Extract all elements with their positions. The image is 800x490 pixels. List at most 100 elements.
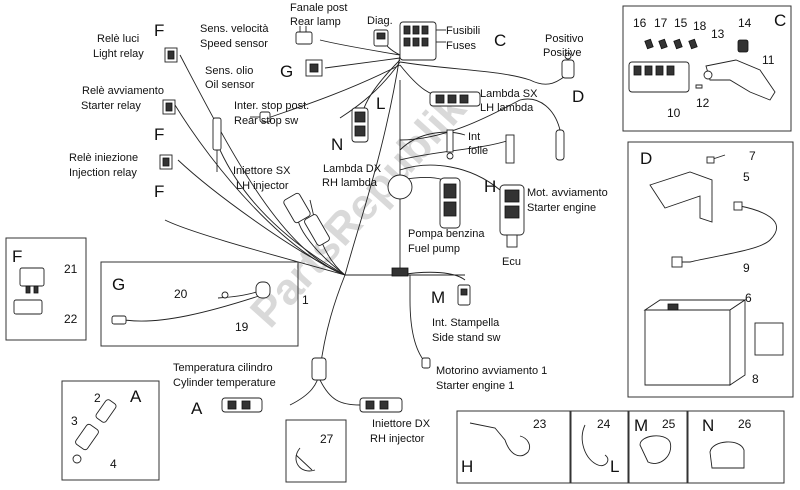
callout-M-1: M [431, 288, 445, 307]
diagnostic-connector [373, 29, 389, 47]
callout-G-1: G [280, 62, 293, 81]
starter-engine-1-label-en: Starter engine 1 [436, 380, 514, 392]
inset-G: G 20 19 [100, 261, 299, 347]
part-number-6: 6 [745, 291, 752, 305]
rear-lamp-label-it: Fanale post [290, 2, 347, 14]
speed-sensor-label-it: Sens. velocità [200, 23, 269, 35]
letter-callouts: F F F G C L N D H M A 1 [154, 21, 584, 418]
callout-A-1: A [191, 399, 203, 418]
light-relay-connector [164, 47, 178, 63]
rh-injector-connector [359, 397, 403, 413]
callout-F-2: F [154, 125, 164, 144]
rh-lambda-connector [351, 107, 369, 143]
lh-lambda-label-it: Lambda SX [480, 88, 538, 100]
positive-label-en: Positive [543, 47, 582, 59]
rear-lamp-connector [295, 26, 313, 45]
part-number-15: 15 [674, 16, 688, 30]
inset-N: N 26 [687, 410, 785, 484]
part-number-3: 3 [71, 414, 78, 428]
rh-lambda-label-en: RH lambda [322, 177, 378, 189]
starter-motor-label-it: Mot. avviamento [527, 187, 608, 199]
fuel-pump-connector [439, 177, 461, 229]
rh-injector-label-en: RH injector [370, 433, 425, 445]
inset-H-letter: H [461, 457, 473, 476]
inset-F: F 21 22 [5, 237, 87, 341]
cylinder-temperature-sensor [311, 357, 327, 381]
starter-engine-1-terminal [421, 357, 431, 369]
inset-H: 23 H [456, 410, 571, 484]
neutral-switch [446, 129, 515, 164]
part-number-10: 10 [667, 106, 681, 120]
callout-F-3: F [154, 182, 164, 201]
temperature-connector [221, 397, 263, 413]
inset-A-letter: A [130, 387, 142, 406]
lh-injector-label-it: Iniettore SX [233, 165, 291, 177]
speed-sensor-label-en: Speed sensor [200, 38, 268, 50]
rear-stop-label-en: Rear stop sw [234, 115, 298, 127]
callout-D-1: D [572, 87, 584, 106]
inset-D: D 7 5 9 6 8 [627, 141, 794, 398]
part-number-23: 23 [533, 417, 547, 431]
fuses-label-it: Fusibili [446, 25, 480, 37]
inset-C: C 16 17 15 18 13 14 11 12 10 [622, 5, 792, 132]
part-number-13: 13 [711, 27, 725, 41]
callout-L-1: L [376, 94, 385, 113]
side-stand-switch-connector [457, 284, 471, 306]
injection-relay-label-en: Injection relay [69, 167, 137, 179]
inset-L: 24 L [570, 410, 629, 484]
part-number-26: 26 [738, 417, 752, 431]
ecu-label: Ecu [502, 256, 521, 268]
speed-sensor-connector [305, 59, 323, 77]
part-number-9: 9 [743, 261, 750, 275]
part-number-21: 21 [64, 262, 78, 276]
rh-lambda-label-it: Lambda DX [323, 163, 382, 175]
starter-relay-label-it: Relè avviamento [82, 85, 164, 97]
part-number-4: 4 [110, 457, 117, 471]
ecu-connector [499, 184, 525, 248]
rear-stop-label-it: Inter. stop post. [234, 100, 309, 112]
inset-A: A 2 3 4 [61, 380, 160, 481]
part-number-19: 19 [235, 320, 249, 334]
part-number-22: 22 [64, 312, 78, 326]
inset-C-letter: C [774, 11, 786, 30]
lh-injector-connector [283, 192, 330, 246]
fuel-pump-label-it: Pompa benzina [408, 228, 485, 240]
inset-F-letter: F [12, 247, 22, 266]
inset-D-letter: D [640, 149, 652, 168]
cylinder-temp-label-it: Temperatura cilindro [173, 362, 273, 374]
starter-motor-label-en: Starter engine [527, 202, 596, 214]
starter-relay-connector [162, 99, 176, 115]
inset-L-letter: L [610, 457, 619, 476]
inset-N-letter: N [702, 416, 714, 435]
part-number-1: 1 [302, 293, 309, 307]
injection-relay-label-it: Relè iniezione [69, 152, 138, 164]
part-number-11: 11 [762, 53, 775, 67]
oil-sensor-label-en: Oil sensor [205, 79, 255, 91]
part-number-14: 14 [738, 16, 752, 30]
part-number-27: 27 [320, 432, 334, 446]
harness-clip [391, 267, 409, 277]
neutral-label-it: Int [468, 131, 480, 143]
component-labels: Relè luci Light relay Sens. velocità Spe… [69, 2, 608, 445]
side-stand-label-it: Int. Stampella [432, 317, 500, 329]
lh-lambda-label-en: LH lambda [480, 102, 534, 114]
harness-wires [164, 37, 571, 406]
rear-stop-switch [250, 111, 271, 123]
rear-lamp-label-en: Rear lamp [290, 16, 341, 28]
injection-relay-connector [159, 154, 173, 170]
part-number-5: 5 [743, 170, 750, 184]
part-number-2: 2 [94, 391, 101, 405]
starter-engine-1-label-it: Motorino avviamento 1 [436, 365, 547, 377]
callout-H-1: H [484, 177, 496, 196]
part-number-16: 16 [633, 16, 647, 30]
part-number-18: 18 [693, 19, 707, 33]
cylinder-temp-label-en: Cylinder temperature [173, 377, 276, 389]
fuel-pump-label-en: Fuel pump [408, 243, 460, 255]
callout-F-1: F [154, 21, 164, 40]
positive-label-it: Positivo [545, 33, 584, 45]
rh-injector-label-it: Iniettore DX [372, 418, 431, 430]
fuse-box [399, 21, 446, 61]
part-number-7: 7 [749, 149, 756, 163]
oil-sensor [212, 117, 222, 172]
